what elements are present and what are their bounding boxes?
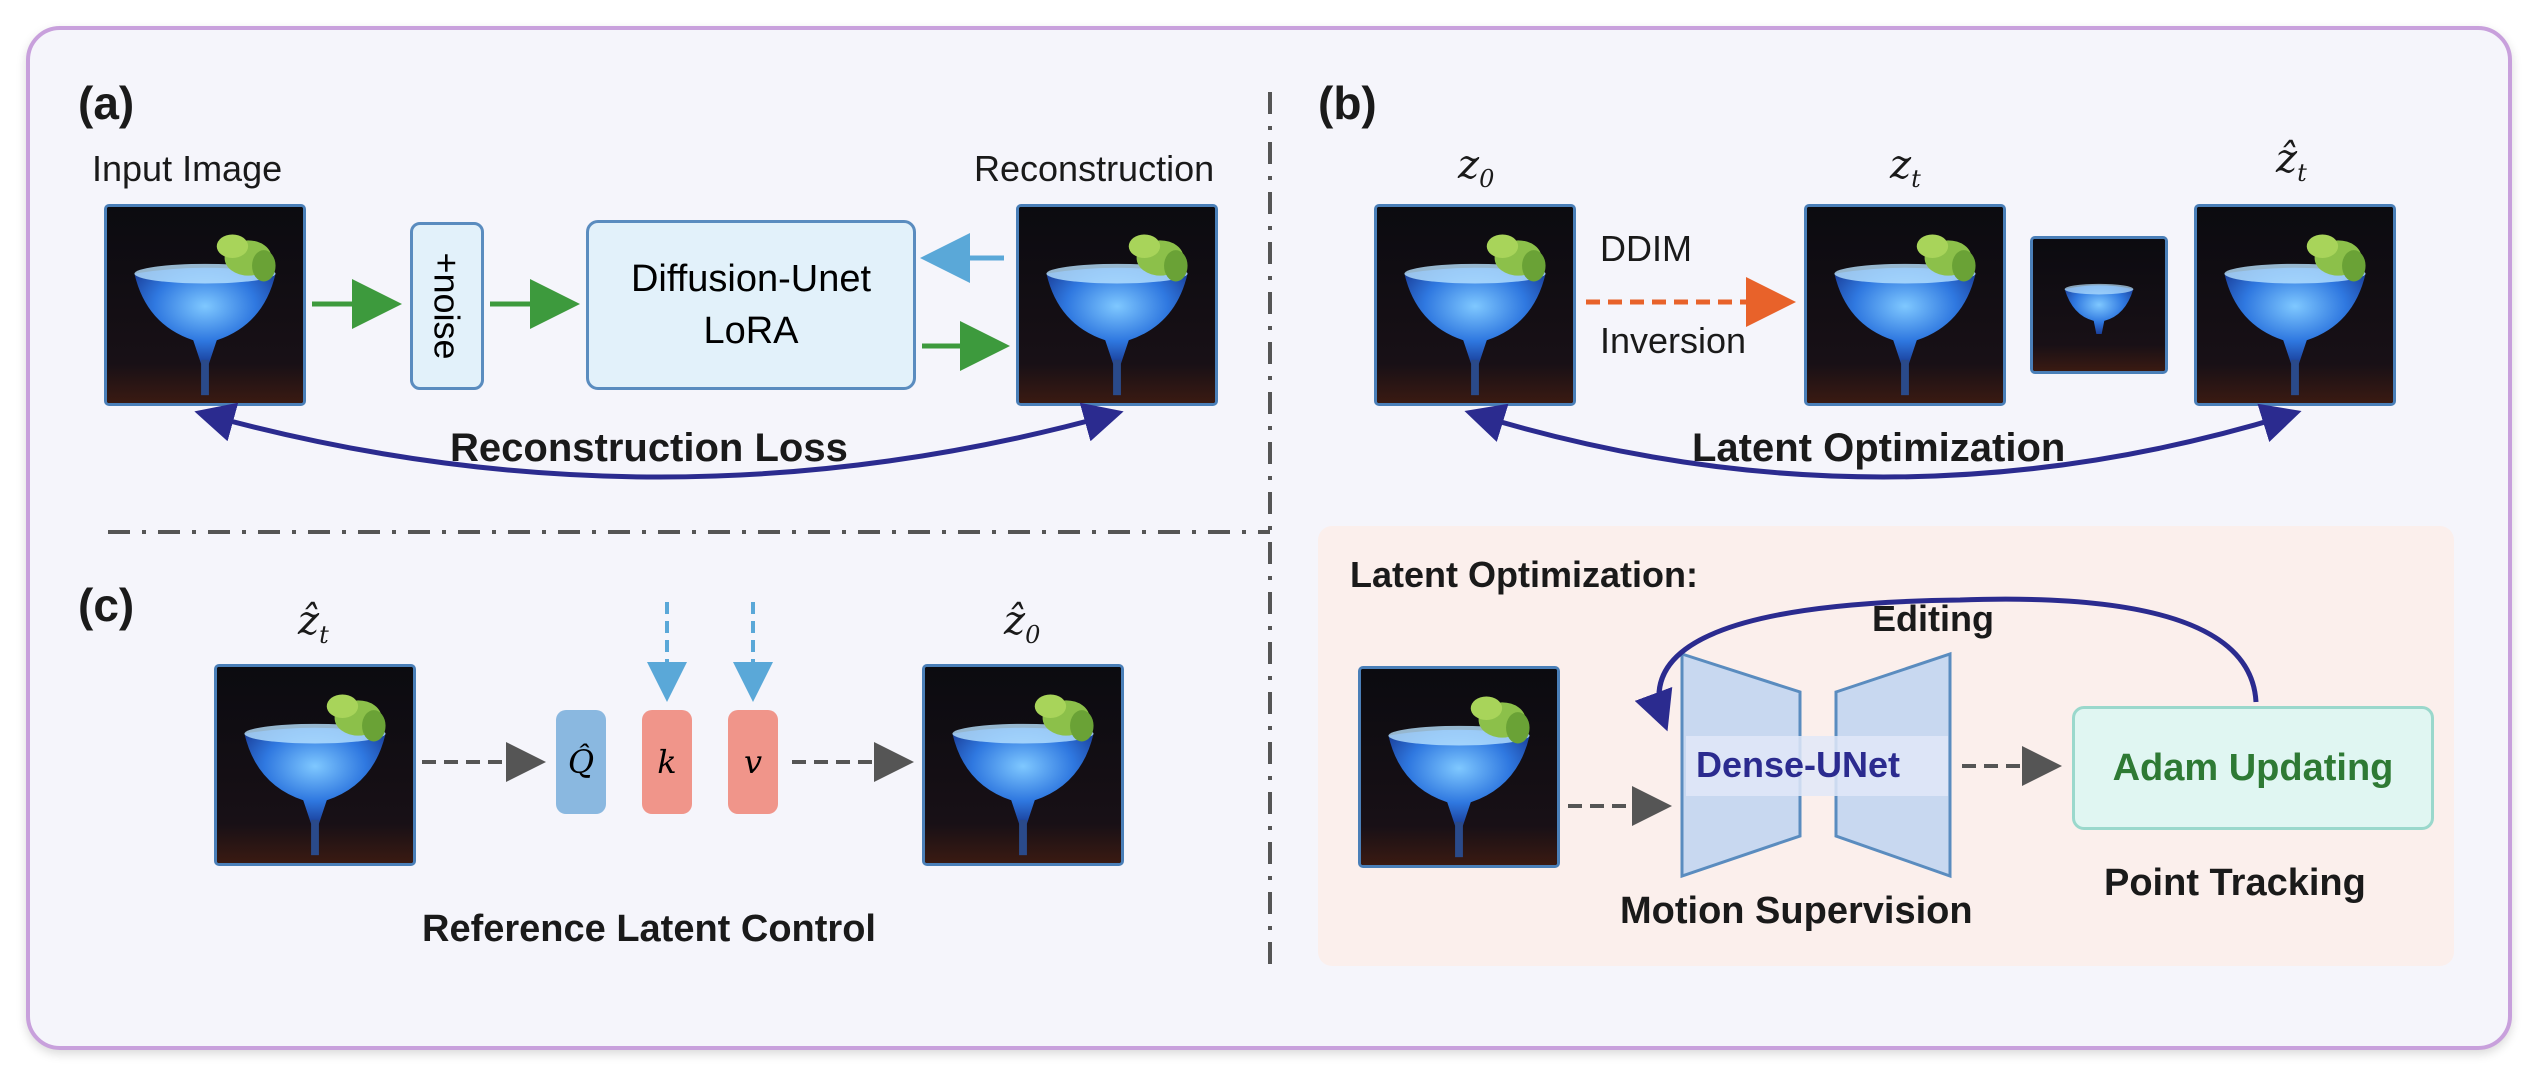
zhat-t-label-c: ẑt	[298, 598, 329, 649]
reference-latent-control-label: Reference Latent Control	[422, 908, 876, 950]
zhat-0-label: ẑ0	[1004, 598, 1041, 649]
v-box: v	[728, 710, 778, 814]
panel-a-label: (a)	[78, 77, 135, 129]
zhat-0-image	[922, 664, 1124, 866]
reconstruction-caption: Reconstruction	[974, 148, 1215, 189]
panel-c-label: (c)	[78, 579, 135, 631]
motion-supervision-label: Motion Supervision	[1620, 890, 1973, 932]
input-image-caption: Input Image	[92, 148, 283, 189]
dense-unet-label: Dense-UNet	[1696, 744, 1901, 785]
editing-loop-arrow	[1634, 596, 2259, 732]
z0-image	[1374, 204, 1576, 406]
dense-unet-highlight	[1686, 736, 1948, 796]
diffusion-unet-lora-box: Diffusion-Unet LoRA	[586, 220, 916, 390]
latent-optimization-title: Latent Optimization:	[1350, 554, 1698, 595]
zhat-t-label: ẑt	[2276, 136, 2307, 187]
zhat-t-image-c	[214, 664, 416, 866]
unet-label-line2: LoRA	[703, 310, 799, 352]
zt-label: zt	[1890, 142, 1921, 193]
v-label: v	[743, 743, 763, 781]
q-hat-box: Q̂	[556, 710, 606, 814]
intermediate-image	[2030, 236, 2168, 374]
z0-label: z0	[1458, 142, 1495, 193]
point-tracking-label: Point Tracking	[2104, 862, 2366, 904]
inversion-label: Inversion	[1600, 320, 1747, 361]
ddim-label: DDIM	[1600, 228, 1692, 269]
reconstruction-loss-arc	[194, 402, 1124, 480]
adam-updating-box: Adam Updating	[2072, 706, 2434, 830]
q-hat-label: Q̂	[567, 743, 595, 781]
adam-updating-label: Adam Updating	[2112, 746, 2394, 789]
k-box: k	[642, 710, 692, 814]
editing-label: Editing	[1872, 598, 1994, 639]
zhat-t-image	[2194, 204, 2396, 406]
noise-box: +noise	[410, 222, 484, 390]
latent-optimization-arc	[1464, 403, 2302, 480]
k-label: k	[657, 743, 677, 781]
unet-label-line1: Diffusion-Unet	[630, 258, 872, 300]
latent-input-image	[1358, 666, 1560, 868]
panel-b-label: (b)	[1318, 77, 1377, 129]
